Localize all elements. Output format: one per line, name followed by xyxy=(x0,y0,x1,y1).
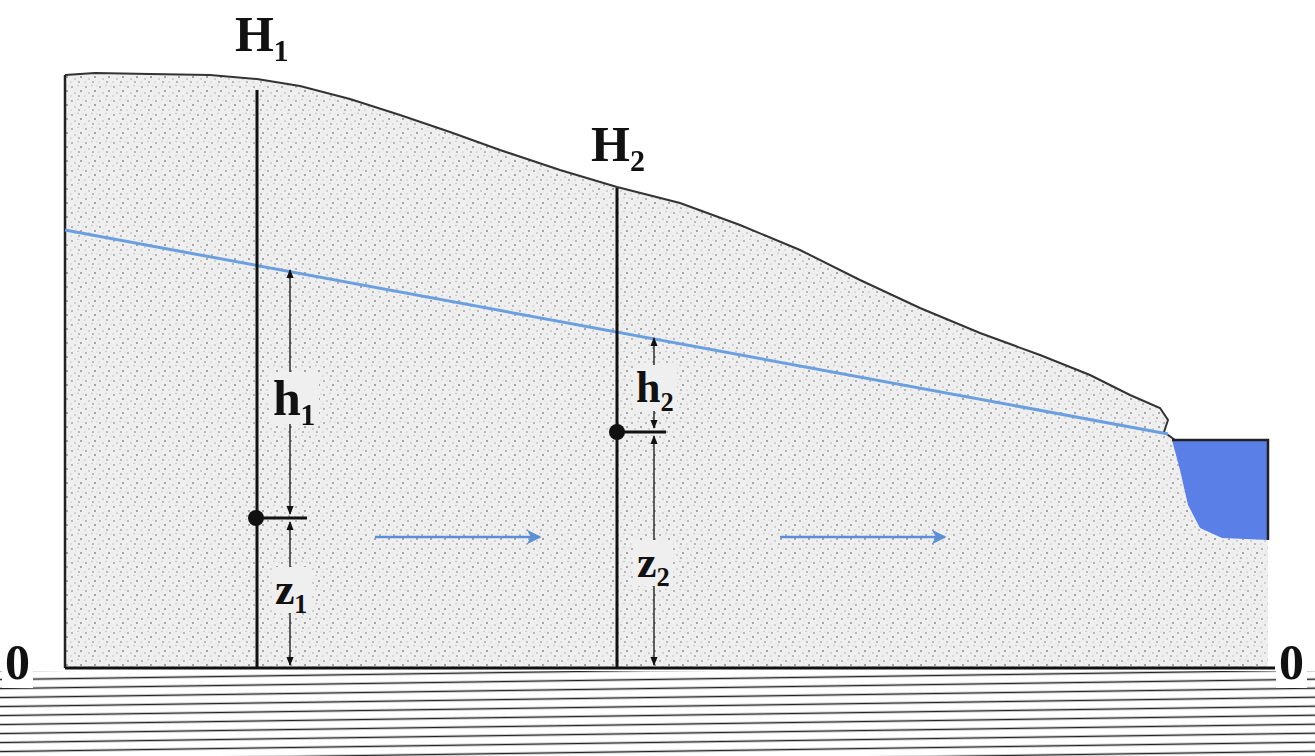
datum-label: 0 xyxy=(1276,636,1307,688)
flow-arrow xyxy=(780,536,945,539)
soil-body xyxy=(65,73,1268,668)
head-label: H₁ xyxy=(232,8,292,60)
pressure-head-label: h₁ xyxy=(270,372,319,424)
elevation-head-label: z₁ xyxy=(272,567,311,613)
level-tick xyxy=(256,517,307,520)
pond-outline xyxy=(1172,440,1268,540)
datum-label: 0 xyxy=(2,636,33,688)
elevation-head-label: z₂ xyxy=(634,540,673,586)
pressure-head-label: h₂ xyxy=(633,365,677,411)
datum-line xyxy=(65,667,1275,670)
head-label: H₂ xyxy=(588,118,648,170)
bedrock-hatching xyxy=(0,671,1315,756)
left-boundary xyxy=(64,75,67,668)
flow-arrow xyxy=(375,536,540,539)
ground-surface xyxy=(65,73,1175,440)
level-tick xyxy=(617,431,666,434)
surface-water xyxy=(1172,440,1268,540)
piezometer-tube xyxy=(256,90,259,668)
